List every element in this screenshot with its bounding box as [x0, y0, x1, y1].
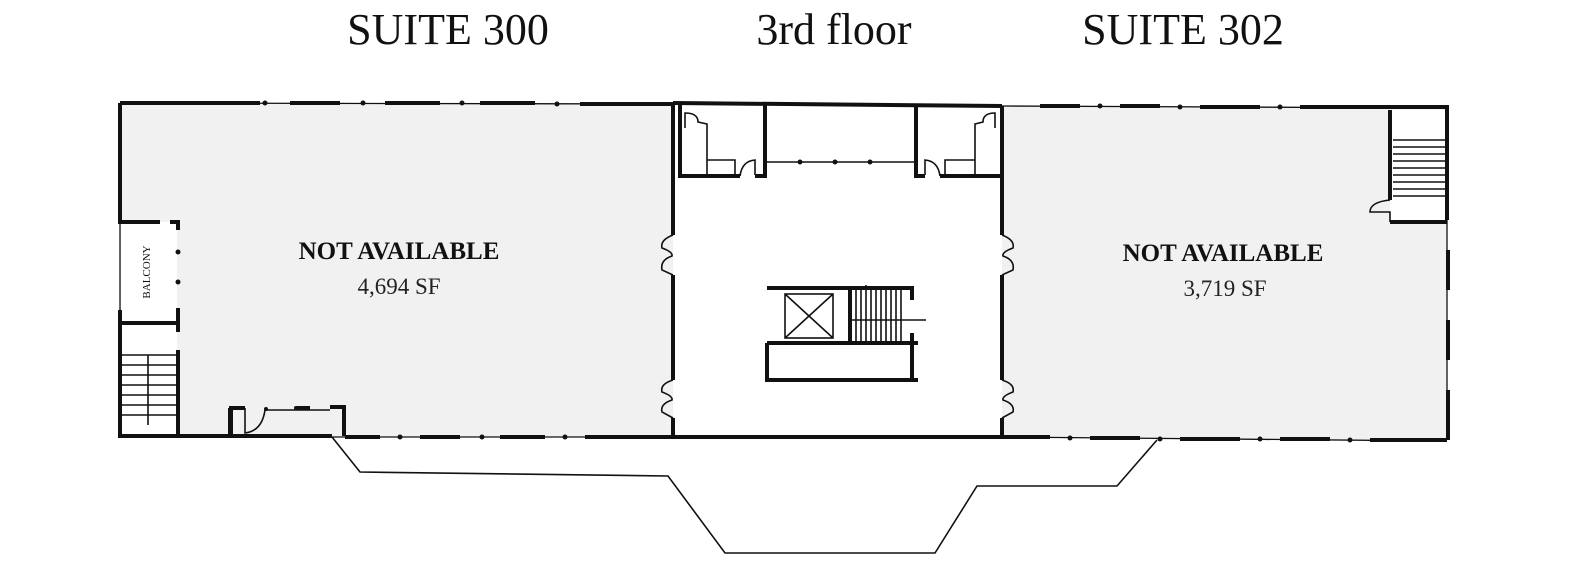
balcony-label: BALCONY: [141, 245, 153, 298]
suite-302-heading: SUITE 302: [1082, 5, 1284, 54]
building-core: [660, 101, 1015, 439]
floor-heading: 3rd floor: [756, 5, 912, 54]
stair-right-room: [1390, 110, 1446, 222]
suite-300-walls: BALCONY: [118, 100, 674, 440]
suite-300-status: NOT AVAILABLE: [299, 238, 500, 265]
suite-302-area[interactable]: [1002, 106, 1447, 440]
stair-left-room: [121, 322, 177, 435]
suite-300-area-label: 4,694 SF: [357, 274, 440, 299]
suite-300-area[interactable]: [120, 103, 673, 437]
suite-302-area-label: 3,719 SF: [1183, 276, 1266, 301]
balcony: [121, 222, 177, 322]
suite-302-walls: [1001, 103, 1450, 443]
suite-300-heading: SUITE 300: [347, 5, 549, 54]
entrance-canopy: [331, 436, 1158, 554]
suite-302-status: NOT AVAILABLE: [1123, 240, 1324, 267]
